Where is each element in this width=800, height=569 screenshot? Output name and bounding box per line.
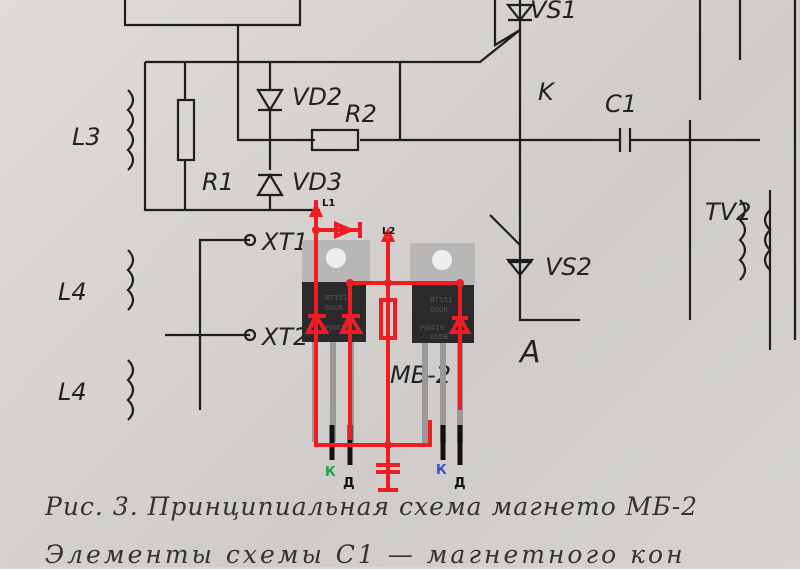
label-vs1: VS1	[530, 0, 577, 24]
figure-caption: Рис. 3. Принципиальная схема магнето МБ-…	[45, 492, 699, 521]
label-l1: L1	[322, 198, 335, 209]
label-vs2: VS2	[545, 253, 592, 281]
label-c1: C1	[605, 90, 637, 118]
label-a: A	[518, 335, 541, 370]
pin-label-k-right: К	[436, 463, 447, 478]
resistor-r1	[176, 98, 196, 162]
caption-next-line: Элементы схемы C1 — магнетного кон	[45, 540, 686, 569]
label-vd3: VD3	[292, 168, 342, 196]
coil-l4-lower	[126, 359, 135, 421]
label-l2: L2	[382, 226, 395, 237]
thyristor-vs1	[505, 3, 535, 22]
svg-text:600R: 600R	[430, 306, 448, 314]
diode-vd2	[256, 88, 284, 113]
label-l4-lower: L4	[58, 378, 87, 406]
svg-text:600R: 600R	[325, 304, 343, 312]
svg-text:PJd419: PJd419	[420, 324, 444, 332]
svg-text:BT151: BT151	[430, 296, 452, 304]
svg-text:BT151: BT151	[325, 294, 347, 302]
pin-label-d-left: Д	[343, 476, 355, 491]
diode-vd3	[256, 172, 284, 197]
thyristor-left: BT151 600R PJd419	[302, 240, 370, 442]
resistor-r2	[310, 128, 360, 152]
terminal-xt2	[243, 328, 257, 342]
coil-l4-upper	[126, 249, 135, 311]
label-l4-upper: L4	[58, 278, 87, 306]
coil-l3	[126, 89, 135, 171]
pin-label-k-left: К	[325, 465, 336, 480]
svg-text:PJd419: PJd419	[325, 324, 349, 332]
label-k: K	[538, 78, 556, 106]
label-l3: L3	[72, 123, 101, 151]
label-xt2: XT2	[260, 323, 308, 351]
printed-wires	[123, 0, 797, 410]
thyristor-vs2	[505, 258, 535, 277]
pin-label-d-right: Д	[454, 476, 466, 491]
transformer-tv2	[738, 199, 772, 281]
overlay-diode-3	[448, 313, 472, 334]
terminal-xt1	[243, 233, 257, 247]
label-vd2: VD2	[292, 83, 342, 111]
overlay-diode-1	[304, 311, 330, 334]
red-wiring-overlay	[304, 200, 472, 492]
label-r2: R2	[345, 100, 377, 128]
label-tv2: TV2	[705, 198, 751, 226]
label-r1: R1	[202, 168, 234, 196]
printed-components	[126, 3, 772, 421]
label-xt1: XT1	[260, 228, 308, 256]
overlay-diode-2	[338, 311, 364, 334]
capacitor-c1	[618, 128, 632, 152]
svg-text:005B: 005B	[430, 333, 448, 341]
thyristor-right: BT151 600R PJd419 005B	[410, 243, 475, 443]
